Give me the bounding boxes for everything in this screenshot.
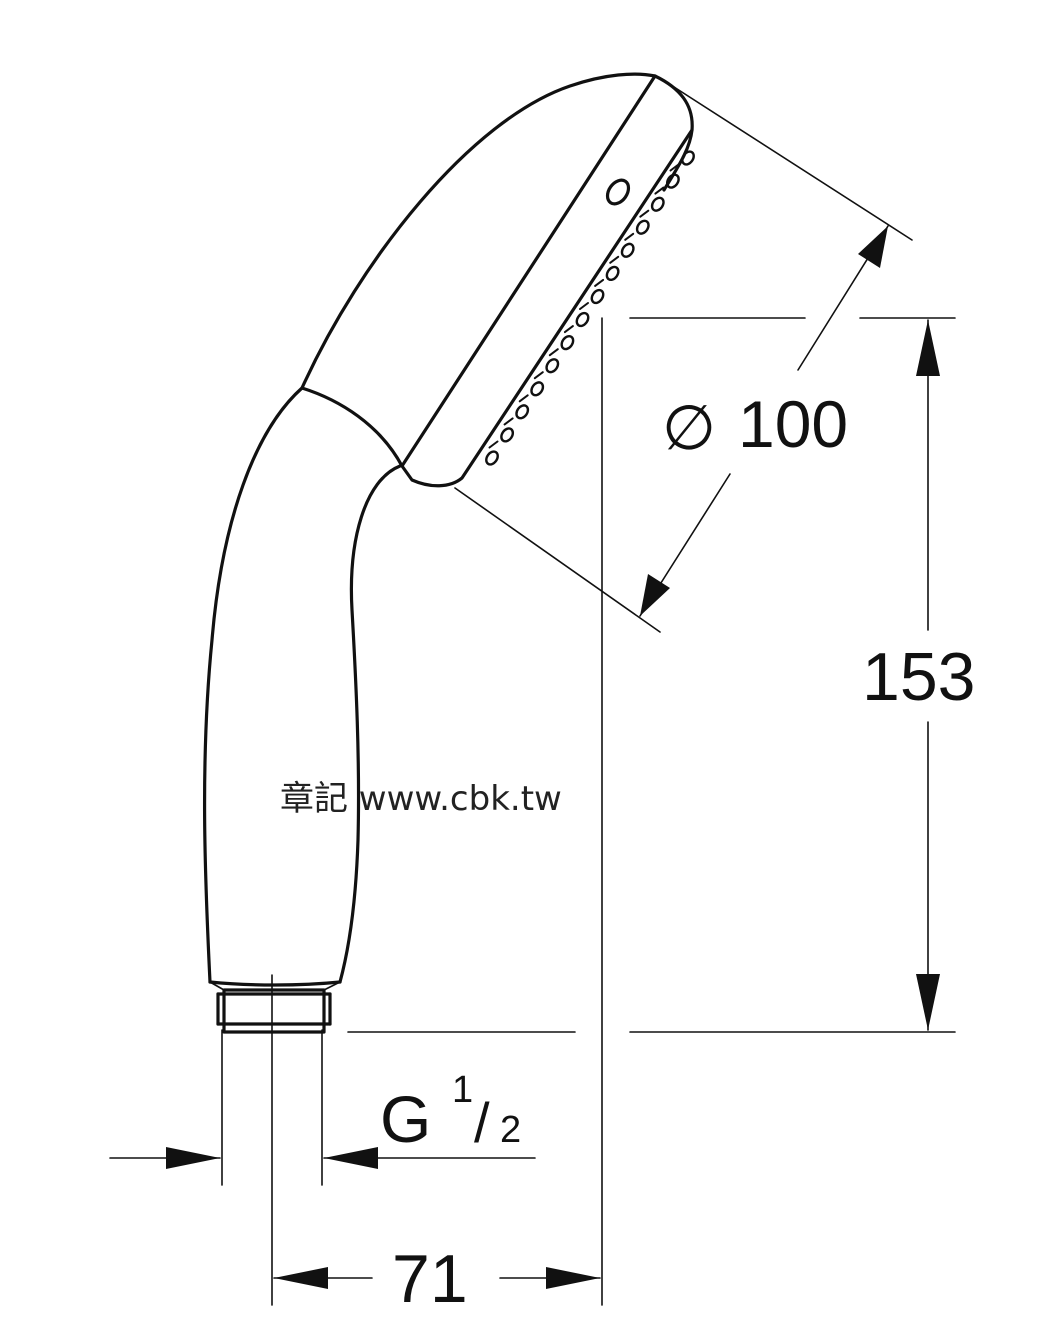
nozzle bbox=[485, 450, 499, 466]
diameter-arrow-bottom bbox=[640, 574, 670, 616]
thread-arrow-right bbox=[324, 1147, 378, 1169]
width-arrow-right bbox=[546, 1267, 600, 1289]
nozzle bbox=[620, 242, 635, 258]
height-dimension: 153 bbox=[347, 317, 975, 1033]
diameter-extension-bottom bbox=[454, 487, 661, 633]
nozzle bbox=[575, 311, 590, 328]
nozzle bbox=[500, 427, 515, 443]
nozzle-connector bbox=[503, 417, 514, 426]
diameter-extension-top bbox=[659, 77, 913, 241]
nozzle-connector bbox=[533, 371, 544, 380]
nozzle bbox=[635, 219, 650, 235]
selector-mark bbox=[605, 178, 631, 206]
threaded-connector bbox=[209, 974, 341, 1306]
nozzle-connector bbox=[669, 163, 680, 172]
handle-back-contour bbox=[202, 72, 657, 984]
nozzle bbox=[590, 288, 605, 305]
nozzle-connector bbox=[609, 255, 620, 264]
nozzle bbox=[545, 358, 560, 374]
nozzle bbox=[665, 173, 680, 189]
spray-face-inner bbox=[400, 74, 694, 488]
spray-face-outer bbox=[400, 74, 657, 468]
nozzle-connector bbox=[639, 209, 650, 218]
handle-head-seam bbox=[300, 386, 404, 468]
thread-arrow-left bbox=[166, 1147, 220, 1169]
nozzle-connector bbox=[654, 186, 665, 195]
height-value: 153 bbox=[862, 639, 975, 715]
nozzle bbox=[650, 196, 665, 212]
thread-fraction-slash: / bbox=[474, 1091, 490, 1154]
width-arrow-left bbox=[274, 1267, 328, 1289]
nozzle-row bbox=[485, 150, 695, 466]
connector-bevel-right bbox=[323, 981, 341, 991]
thread-dimension: G 1 / 2 bbox=[109, 1029, 536, 1186]
nozzle-connector bbox=[518, 394, 529, 403]
diameter-arrow-top bbox=[858, 226, 888, 268]
thread-fraction-denominator: 2 bbox=[500, 1109, 521, 1151]
thread-letter: G bbox=[380, 1082, 431, 1156]
height-arrow-top bbox=[916, 320, 940, 376]
watermark: 章記 www.cbk.tw bbox=[280, 779, 562, 819]
height-arrow-bottom bbox=[916, 974, 940, 1030]
nozzle-connector bbox=[594, 278, 605, 287]
nozzle bbox=[681, 150, 695, 166]
nozzle bbox=[515, 404, 530, 420]
connector-body bbox=[222, 988, 326, 1034]
width-value: 71 bbox=[392, 1241, 468, 1317]
nozzle-connector bbox=[548, 348, 559, 357]
nozzle-connector bbox=[563, 325, 574, 334]
nozzle-connector bbox=[624, 232, 635, 241]
connector-bevel-left bbox=[209, 981, 225, 991]
width-dimension: 71 bbox=[273, 1241, 601, 1317]
nozzle bbox=[530, 381, 545, 397]
hand-shower-outline bbox=[202, 72, 695, 1306]
nozzle bbox=[560, 334, 575, 351]
nozzle-connector bbox=[579, 302, 589, 310]
thread-fraction-numerator: 1 bbox=[452, 1069, 473, 1111]
diameter-dimension: ∅ 100 bbox=[454, 77, 913, 633]
handle-bottom bbox=[208, 980, 342, 987]
handle-front-contour bbox=[338, 464, 402, 984]
nozzle bbox=[605, 265, 620, 282]
diameter-symbol: ∅ bbox=[662, 394, 716, 463]
nozzle-connector bbox=[488, 440, 499, 449]
diameter-value: 100 bbox=[738, 387, 848, 461]
